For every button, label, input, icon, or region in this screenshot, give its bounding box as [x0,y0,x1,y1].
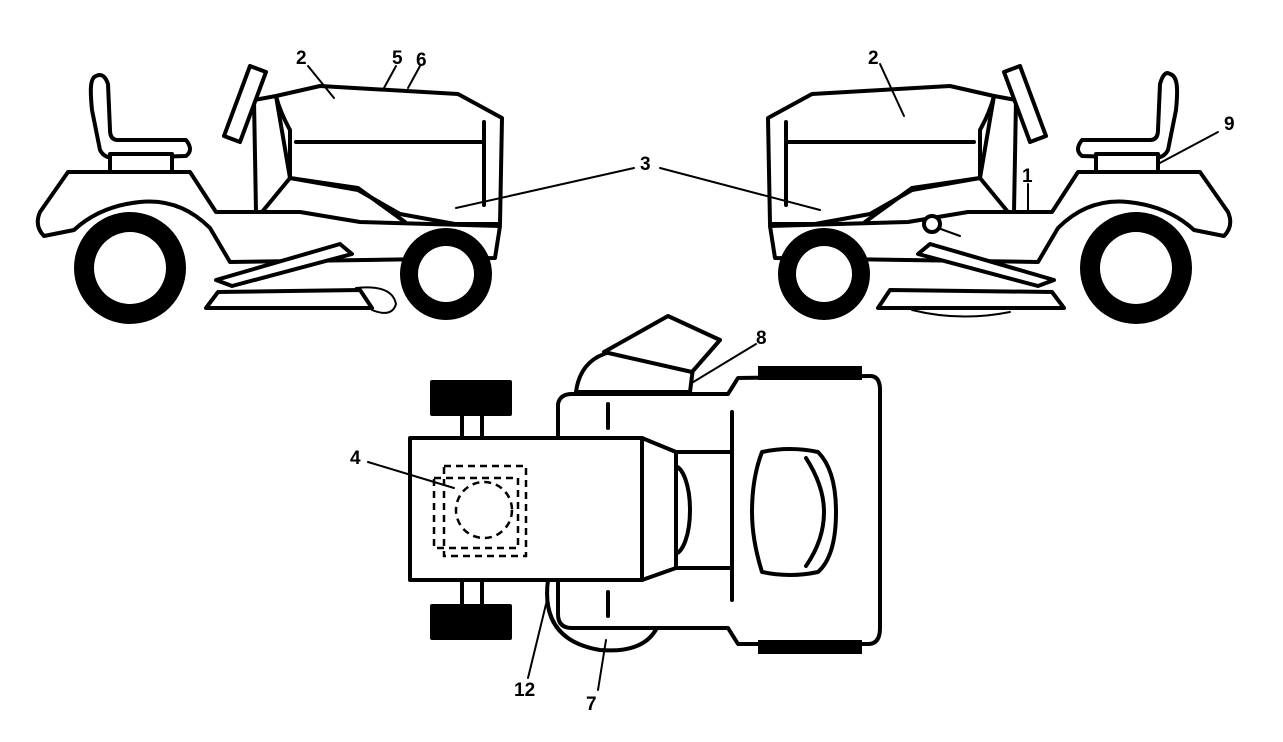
callout-12: 12 [514,680,535,701]
tractor-right-side-view [766,64,1233,324]
callout-2-left: 2 [296,48,307,69]
callout-8: 8 [756,328,767,349]
callout-4: 4 [350,448,361,469]
callout-5: 5 [392,48,403,69]
tractor-left-side-view [35,64,504,324]
callout-labels: 1 2 2 3 4 5 6 7 8 9 12 [296,48,1235,715]
callout-9: 9 [1224,114,1235,135]
callout-3: 3 [640,154,651,175]
callout-leaders [307,63,1219,691]
callout-7: 7 [586,694,597,715]
tractor-top-view [408,314,882,654]
callout-1: 1 [1022,166,1033,187]
callout-6: 6 [416,50,427,71]
callout-2-right: 2 [868,48,879,69]
